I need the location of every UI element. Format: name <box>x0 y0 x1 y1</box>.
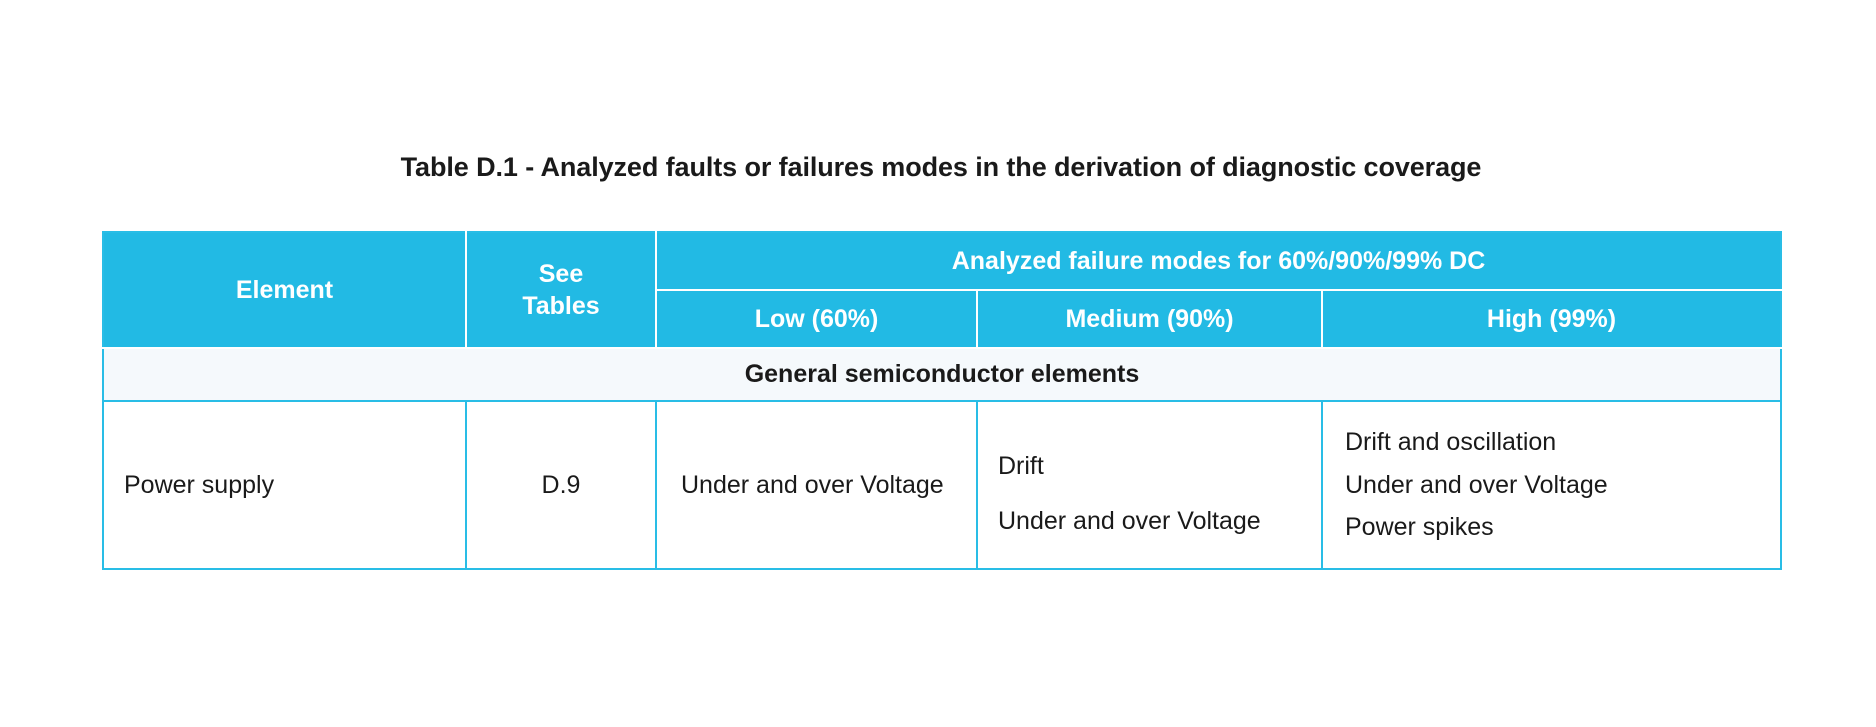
failure-mode-item: Drift <box>998 451 1044 480</box>
table-row: Power supply D.9 Under and over Voltage … <box>102 400 1782 570</box>
cell-see-tables-value: D.9 <box>541 470 581 499</box>
column-header-element-label: Element <box>235 276 334 304</box>
cell-high-99: Drift and oscillation Under and over Vol… <box>1321 400 1782 570</box>
cell-medium-90: Drift Under and over Voltage <box>976 400 1323 570</box>
column-header-group-label: Analyzed failure modes for 60%/90%/99% D… <box>951 247 1486 275</box>
column-header-low: Low (60%) <box>655 289 978 349</box>
cell-medium-90-list: Drift Under and over Voltage <box>978 433 1321 538</box>
cell-low-60-list: Under and over Voltage <box>657 469 976 502</box>
column-header-high-label: High (99%) <box>1486 305 1617 333</box>
failure-mode-item: Under and over Voltage <box>998 507 1261 535</box>
cell-high-99-list: Drift and oscillation Under and over Vol… <box>1323 426 1780 544</box>
column-header-see-tables: See Tables <box>465 231 657 349</box>
see-tables-line-2: Tables <box>522 292 600 320</box>
cell-element-value: Power supply <box>124 470 275 499</box>
failure-mode-item: Drift and oscillation <box>1345 428 1557 457</box>
diagnostic-coverage-table: Element See Tables Analyzed failure mode… <box>102 231 1782 570</box>
failure-mode-item: Power spikes <box>1345 513 1494 542</box>
column-header-group-analyzed-failure-modes: Analyzed failure modes for 60%/90%/99% D… <box>655 231 1782 291</box>
section-header-row: General semiconductor elements <box>102 347 1782 402</box>
column-header-element: Element <box>102 231 467 349</box>
cell-element: Power supply <box>102 400 467 570</box>
table-container: Element See Tables Analyzed failure mode… <box>102 231 1782 570</box>
header-row-sub: Low (60%) Medium (90%) High (99%) <box>103 289 1782 349</box>
cell-see-tables: D.9 <box>465 400 657 570</box>
cell-low-60: Under and over Voltage <box>655 400 978 570</box>
column-header-medium-label: Medium (90%) <box>1065 305 1234 333</box>
table-header: Element See Tables Analyzed failure mode… <box>102 231 1782 349</box>
page-title: Table D.1 - Analyzed faults or failures … <box>400 152 1482 182</box>
column-header-high: High (99%) <box>1321 289 1782 349</box>
header-row-top: Element See Tables Analyzed failure mode… <box>102 231 1782 349</box>
column-header-low-label: Low (60%) <box>754 305 879 333</box>
column-header-medium: Medium (90%) <box>976 289 1323 349</box>
failure-mode-item: Under and over Voltage <box>681 470 944 499</box>
table-body: General semiconductor elements Power sup… <box>102 347 1782 570</box>
column-header-see-tables-label: See Tables <box>467 252 655 328</box>
section-header-label: General semiconductor elements <box>744 360 1140 388</box>
section-header-cell: General semiconductor elements <box>102 347 1782 402</box>
see-tables-line-1: See <box>538 260 584 288</box>
failure-mode-item: Under and over Voltage <box>1345 470 1608 499</box>
